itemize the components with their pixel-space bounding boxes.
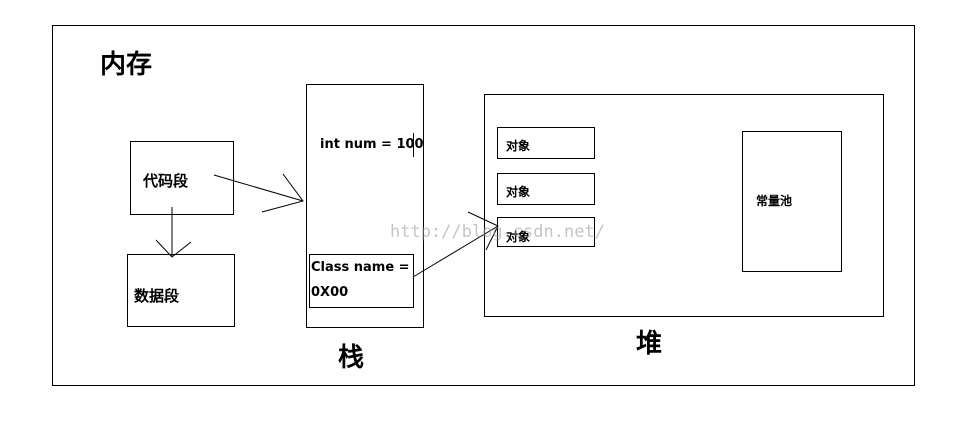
stack-var: int num = 100 — [320, 137, 424, 152]
data-segment-label: 数据段 — [134, 287, 180, 305]
data-segment-box — [127, 254, 235, 327]
heap-object-1 — [497, 127, 595, 159]
heap-object-3 — [497, 217, 595, 247]
arrowhead-code-to-data — [155, 239, 192, 258]
code-segment-box — [130, 141, 234, 215]
heap-object-2 — [497, 173, 595, 205]
cursor-bar — [413, 133, 414, 157]
stack-ref-line2: 0X00 — [311, 285, 349, 300]
constant-pool-label: 常量池 — [756, 194, 793, 208]
arrow-code-to-stack — [213, 174, 304, 202]
stack-title: 栈 — [338, 343, 365, 373]
watermark: http://blog.csdn.net/ — [390, 222, 605, 242]
stack-ref-line1: Class name = — [311, 260, 410, 275]
arrow-ref-to-object — [412, 225, 499, 278]
heap-title: 堆 — [636, 329, 663, 359]
arrowhead-ref-to-object — [467, 211, 499, 251]
heap-object-label-2: 对象 — [506, 185, 531, 199]
memory-title: 内存 — [100, 50, 153, 80]
arrowhead-code-to-stack — [261, 173, 304, 213]
constant-pool-box — [742, 131, 842, 272]
stack-reference-box — [309, 254, 414, 308]
heap-object-label-3: 对象 — [506, 230, 531, 244]
code-segment-label: 代码段 — [143, 172, 189, 190]
heap-object-label-1: 对象 — [506, 139, 531, 153]
